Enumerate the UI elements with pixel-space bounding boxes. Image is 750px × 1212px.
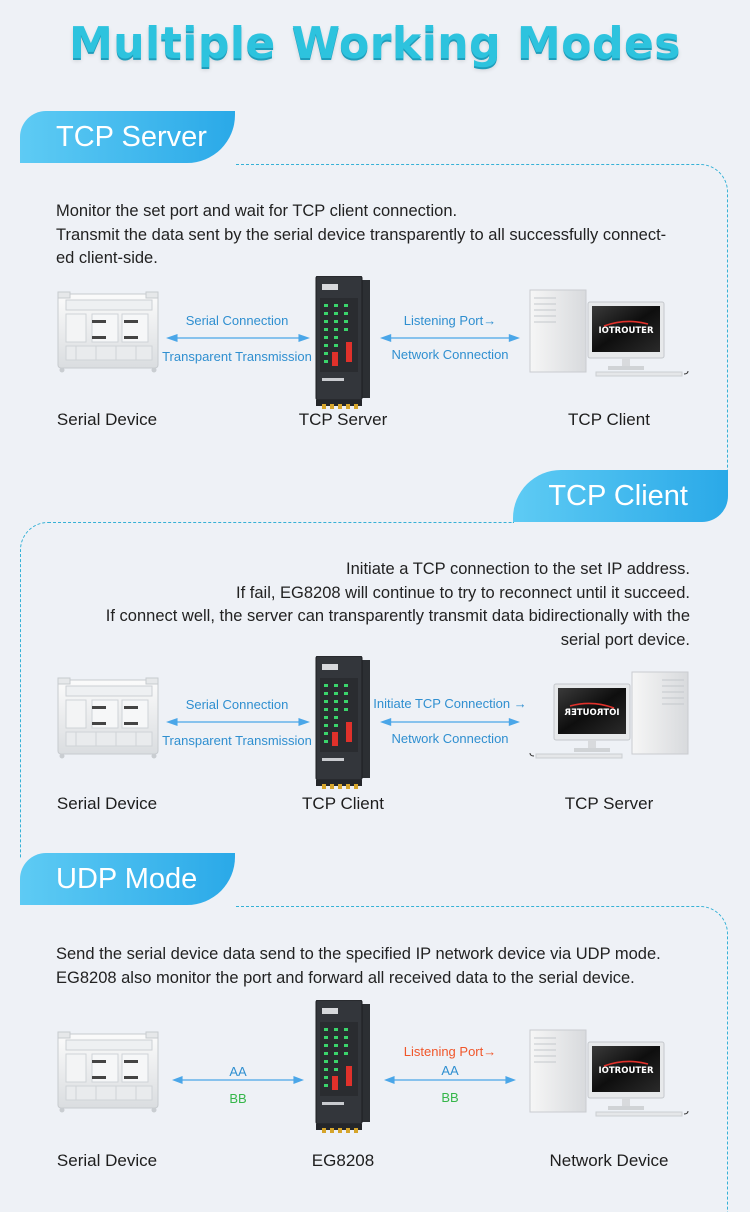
- serial-device-icon: [56, 1030, 160, 1114]
- computer-icon: [526, 670, 692, 760]
- connection-label: Network Connection: [391, 347, 509, 362]
- description-line: Initiate a TCP connection to the set IP …: [346, 560, 690, 578]
- connection-label: Transparent Transmission: [162, 349, 312, 364]
- connection-label: Network Connection: [391, 731, 509, 746]
- tab-tcp-server: TCP Server: [20, 111, 235, 163]
- connection-label: Serial Connection: [185, 697, 289, 712]
- tab-label: TCP Server: [56, 120, 207, 153]
- router-icon: [312, 276, 372, 410]
- double-arrow-icon: [380, 716, 520, 728]
- connection-label: Listening Port→: [403, 1044, 497, 1059]
- data-frame-label: BB: [229, 1091, 247, 1106]
- connection-label: Transparent Transmission: [162, 733, 312, 748]
- router-icon: [312, 1000, 372, 1134]
- data-frame-label: BB: [441, 1090, 459, 1105]
- data-frame-label: AA: [229, 1064, 247, 1079]
- section-frame-tcp-client: [20, 522, 514, 858]
- router-icon: [312, 656, 372, 790]
- double-arrow-icon: [380, 332, 520, 344]
- double-arrow-icon: [166, 716, 310, 728]
- section-frame-udp-mode: [236, 906, 728, 1212]
- description-line: EG8208 also monitor the port and forward…: [56, 968, 635, 987]
- description-line: Monitor the set port and wait for TCP cl…: [56, 202, 458, 220]
- page-title: Multiple Working Modes: [69, 18, 681, 69]
- computer-icon: [526, 288, 692, 378]
- section-description: Initiate a TCP connection to the set IP …: [40, 558, 690, 652]
- serial-device-icon: [56, 290, 160, 374]
- device-label: Serial Device: [56, 410, 158, 429]
- description-line: ed client-side.: [56, 249, 158, 267]
- device-label: Network Device: [549, 1151, 669, 1170]
- device-label: Serial Device: [56, 1151, 158, 1170]
- section-description: Send the serial device data send to the …: [56, 943, 736, 990]
- connection-label: Initiate TCP Connection →: [373, 696, 527, 711]
- device-label: Serial Device: [56, 794, 158, 813]
- double-arrow-icon: [172, 1074, 304, 1086]
- connection-label: Serial Connection: [185, 313, 289, 328]
- description-line: If connect well, the server can transpar…: [105, 607, 690, 625]
- description-line: If fail, EG8208 will continue to try to …: [236, 583, 690, 602]
- tab-label: UDP Mode: [56, 862, 198, 895]
- section-description: Monitor the set port and wait for TCP cl…: [56, 200, 696, 271]
- description-line: Send the serial device data send to the …: [56, 945, 661, 963]
- tab-tcp-client: TCP Client: [513, 470, 728, 522]
- device-label: TCP Client: [568, 410, 650, 429]
- double-arrow-icon: [166, 332, 310, 344]
- description-line: serial port device.: [560, 630, 690, 649]
- double-arrow-icon: [384, 1074, 516, 1086]
- device-label: TCP Server: [298, 410, 388, 429]
- data-frame-label: AA: [441, 1063, 459, 1078]
- description-line: Transmit the data sent by the serial dev…: [56, 225, 667, 244]
- tab-label: TCP Client: [548, 479, 688, 512]
- serial-device-icon: [56, 676, 160, 760]
- computer-icon: [526, 1028, 692, 1118]
- device-label: TCP Client: [302, 794, 384, 813]
- section-frame-tcp-server: [236, 164, 728, 484]
- device-label: EG8208: [311, 1151, 375, 1170]
- device-label: TCP Server: [564, 794, 654, 813]
- tab-udp-mode: UDP Mode: [20, 853, 235, 905]
- connection-label: Listening Port→: [403, 313, 497, 328]
